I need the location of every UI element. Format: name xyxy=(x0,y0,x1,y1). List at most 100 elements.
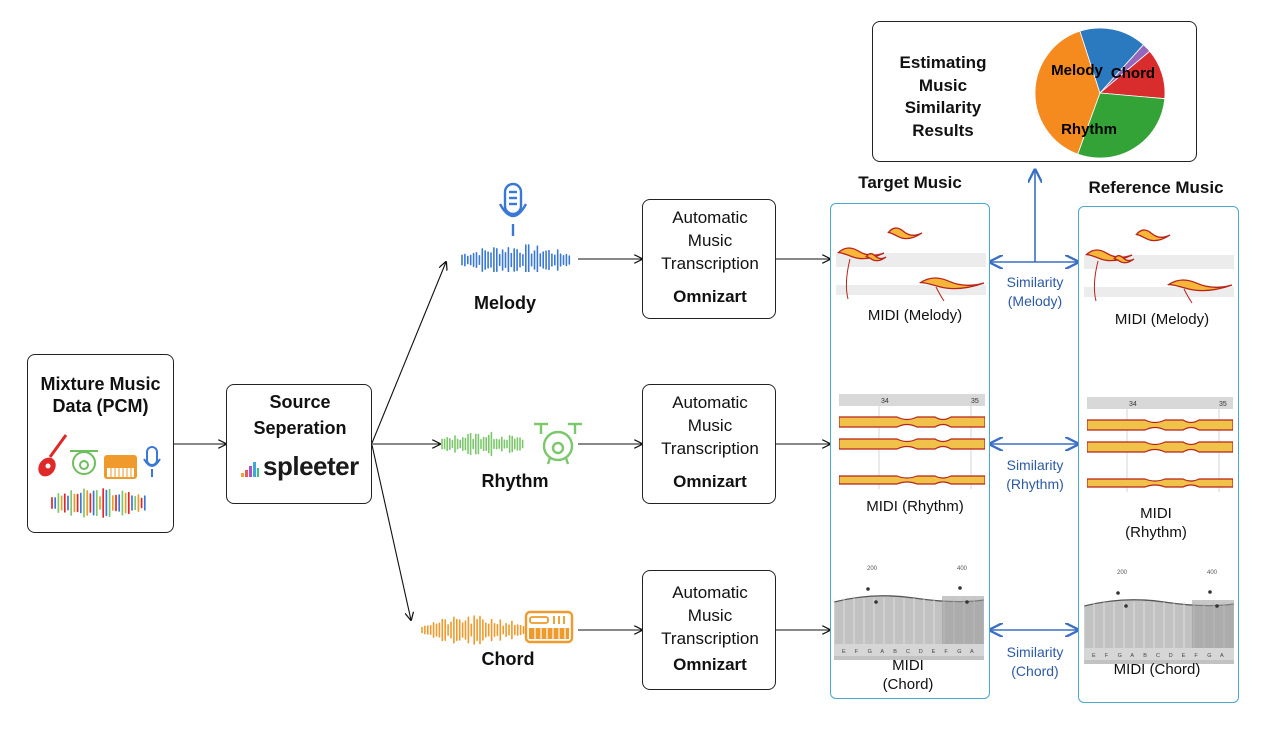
rhythm-note xyxy=(1087,419,1233,431)
instruments-icon xyxy=(38,434,161,479)
mixture-waveform xyxy=(51,488,146,518)
amt-box-melody: Automatic Music Transcription Omnizart xyxy=(642,199,776,319)
chord-source-graphic xyxy=(421,610,574,645)
melody-note xyxy=(865,253,887,262)
guitar-icon xyxy=(38,434,68,477)
synth-keyboard-icon xyxy=(524,610,574,644)
tick-number: 400 xyxy=(957,566,968,572)
pie-slice xyxy=(1079,27,1145,94)
key-note: E xyxy=(1182,653,1186,659)
key-note: F xyxy=(855,649,859,655)
key-note: G xyxy=(1207,653,1211,659)
melody-note xyxy=(919,277,985,290)
pie-slice xyxy=(1077,92,1166,159)
amt-box-chord: Automatic Music Transcription Omnizart xyxy=(642,570,776,690)
roll-lane xyxy=(1084,287,1234,297)
pie-label-chord: Chord xyxy=(1111,65,1155,82)
separation-title: Source Seperation xyxy=(253,392,347,438)
chord-point xyxy=(1208,590,1212,594)
reference-music-title: Reference Music xyxy=(1088,178,1224,197)
ruler xyxy=(1087,397,1233,409)
pitch-curve xyxy=(935,286,945,302)
key-note: F xyxy=(1105,653,1109,659)
key-strip xyxy=(834,644,984,656)
results-box: Estimating Music Similarity Results Melo… xyxy=(872,21,1197,162)
rhythm-note xyxy=(1087,478,1233,488)
arrow-to-chord xyxy=(371,444,411,620)
melody-note xyxy=(1113,255,1135,264)
tick-number: 200 xyxy=(867,566,878,572)
key-note: A xyxy=(1220,653,1224,659)
deezer-bars-icon xyxy=(241,462,259,477)
key-strip xyxy=(1084,648,1234,660)
key-note: B xyxy=(893,649,897,655)
tick-number: 400 xyxy=(1207,570,1218,576)
key-note: E xyxy=(1092,653,1096,659)
pie-label-melody: Melody xyxy=(1051,62,1103,79)
drum-kit-icon xyxy=(534,422,582,465)
melody-note xyxy=(1167,279,1233,292)
pitch-curve xyxy=(1093,260,1099,302)
key-note: E xyxy=(842,649,846,655)
bar-number: 35 xyxy=(971,398,979,405)
rhythm-note xyxy=(839,438,985,450)
melody-source-graphic xyxy=(461,182,571,272)
target-midi-chord: MIDI (Chord) xyxy=(882,657,934,693)
amt-box-rhythm: Automatic Music Transcription Omnizart xyxy=(642,384,776,504)
chord-point xyxy=(965,600,969,604)
pie-label-rhythm: Rhythm xyxy=(1061,121,1117,138)
rhythm-note xyxy=(839,416,985,428)
amt-tool-chord: Omnizart xyxy=(673,655,747,674)
similarity-label-rhythm: Similarity (Rhythm) xyxy=(1006,457,1064,492)
reference-midi-chord: MIDI (Chord) xyxy=(1113,661,1201,678)
amt-title-rhythm: Automatic Music Transcription xyxy=(661,393,759,458)
microphone-icon xyxy=(498,182,528,236)
source-label-melody: Melody xyxy=(473,293,536,313)
target-midi-rhythm: MIDI (Rhythm) xyxy=(866,498,964,515)
bar-number: 35 xyxy=(1219,401,1227,408)
similarity-label-melody: Similarity (Melody) xyxy=(1006,274,1064,309)
chord-waveform xyxy=(421,615,525,645)
similarity-pie: Melody Chord Rhythm xyxy=(1034,27,1166,159)
chord-point xyxy=(1215,604,1219,608)
key-note: G xyxy=(957,649,961,655)
chord-point xyxy=(866,587,870,591)
target-music-title: Target Music xyxy=(858,173,962,192)
key-note: D xyxy=(1169,653,1173,659)
chord-point xyxy=(1116,591,1120,595)
mic-icon xyxy=(143,446,161,477)
roll-lane xyxy=(836,285,986,295)
amt-tool-melody: Omnizart xyxy=(673,287,747,306)
key-note: G xyxy=(868,649,872,655)
arrow-to-melody xyxy=(371,262,446,444)
key-note: A xyxy=(970,649,974,655)
key-note: D xyxy=(919,649,923,655)
keyboard-icon xyxy=(104,455,137,479)
input-box: Mixture Music Data (PCM) xyxy=(27,354,174,533)
drum-icon xyxy=(70,450,98,475)
key-note: G xyxy=(1118,653,1122,659)
key-note: A xyxy=(1130,653,1134,659)
melody-note xyxy=(887,227,923,240)
similarity-label-chord: Similarity (Chord) xyxy=(1006,644,1064,679)
ruler xyxy=(839,394,985,406)
rhythm-source-graphic xyxy=(441,422,582,465)
target-midi-melody: MIDI (Melody) xyxy=(867,307,963,324)
reference-midi-rhythm: MIDI (Rhythm) xyxy=(1125,505,1187,541)
pie-slice xyxy=(1034,30,1101,155)
melody-waveform xyxy=(461,244,571,272)
key-note: C xyxy=(1156,653,1160,659)
key-note: F xyxy=(944,649,948,655)
key-note: C xyxy=(906,649,910,655)
tick-number: 200 xyxy=(1117,570,1128,576)
pitch-curve xyxy=(1183,288,1193,304)
target-melody-roll xyxy=(836,213,986,303)
pitch-curve xyxy=(845,258,851,300)
reference-midi-melody: MIDI (Melody) xyxy=(1114,311,1210,328)
separation-box: Source Seperation spleeter xyxy=(226,384,372,504)
chord-point xyxy=(874,600,878,604)
input-title: Mixture Music Data (PCM) xyxy=(40,374,161,416)
